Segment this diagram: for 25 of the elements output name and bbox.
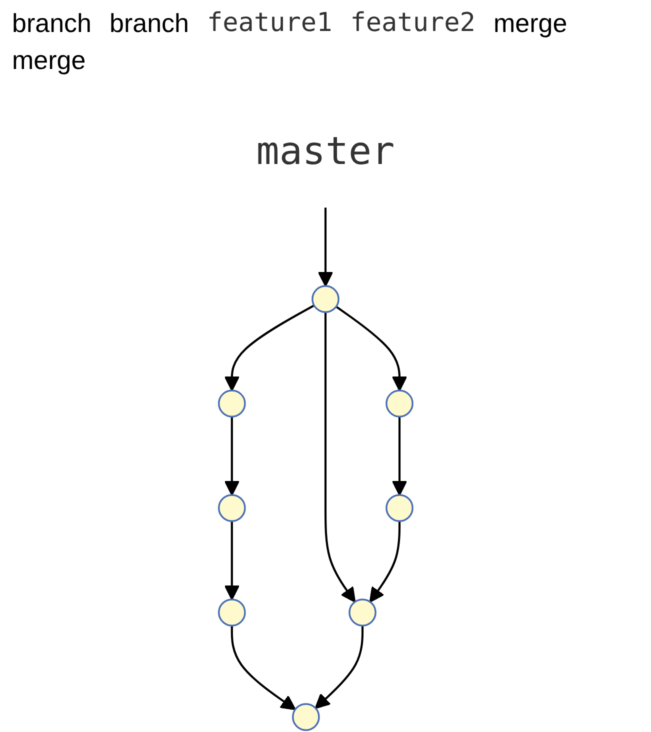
node-circle bbox=[218, 494, 246, 522]
arrow bbox=[314, 626, 364, 709]
node-circle bbox=[312, 285, 340, 313]
node-circle bbox=[218, 598, 246, 626]
arrow bbox=[392, 416, 408, 496]
node-circle bbox=[386, 494, 414, 522]
arrow bbox=[336, 306, 408, 392]
node-circle bbox=[348, 598, 376, 626]
arrow bbox=[318, 208, 334, 287]
arrow bbox=[224, 416, 240, 496]
branch-name: feature1 bbox=[207, 8, 332, 39]
arrow bbox=[224, 304, 315, 392]
node-circle bbox=[386, 390, 414, 418]
annotation-text: merge bbox=[493, 8, 568, 39]
arrow bbox=[324, 312, 356, 603]
annotation-text: branch bbox=[110, 8, 189, 39]
annotation-text: branch bbox=[12, 8, 92, 39]
node-text: master bbox=[256, 131, 395, 175]
node-circle bbox=[218, 390, 246, 418]
node-circle bbox=[292, 703, 320, 731]
arrow bbox=[369, 521, 401, 603]
annotation-text: merge bbox=[12, 45, 86, 76]
branch-name: feature2 bbox=[350, 8, 476, 39]
arrow bbox=[230, 626, 296, 710]
arrow bbox=[224, 521, 240, 600]
